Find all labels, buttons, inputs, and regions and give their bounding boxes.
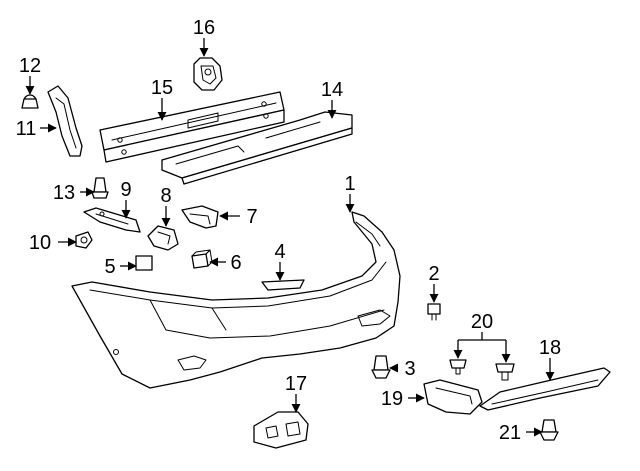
callout-1: 1 bbox=[344, 173, 355, 195]
part-14-absorber bbox=[161, 111, 353, 185]
callout-3: 3 bbox=[404, 358, 415, 380]
callout-numbers: 16 15 14 12 11 13 9 10 8 7 5 6 4 1 2 3 2… bbox=[16, 17, 562, 444]
part-6-block bbox=[191, 249, 213, 269]
callout-18: 18 bbox=[539, 337, 561, 359]
callout-9: 9 bbox=[120, 179, 131, 201]
part-10-clip bbox=[75, 231, 93, 249]
callout-14: 14 bbox=[321, 79, 343, 101]
callout-20: 20 bbox=[471, 311, 493, 333]
callout-16: 16 bbox=[193, 17, 215, 39]
part-7-bracket bbox=[181, 205, 219, 229]
callout-13: 13 bbox=[53, 182, 75, 204]
callout-4: 4 bbox=[274, 241, 285, 263]
part-17-cover bbox=[253, 411, 309, 449]
part-8-bracket bbox=[147, 225, 179, 251]
part-5-pad bbox=[135, 255, 153, 271]
callout-11: 11 bbox=[16, 118, 37, 140]
part-11-side-bracket bbox=[47, 85, 83, 157]
part-16-bracket bbox=[193, 57, 223, 91]
part-18-moulding bbox=[479, 367, 611, 411]
part-1-bumper-cover bbox=[71, 211, 401, 389]
callout-19: 19 bbox=[381, 388, 403, 410]
part-3-clip bbox=[371, 355, 391, 379]
callout-2: 2 bbox=[428, 263, 439, 285]
part-15-reinforcement bbox=[99, 91, 285, 163]
callout-10: 10 bbox=[29, 232, 51, 254]
part-9-retainer bbox=[83, 207, 141, 233]
part-2-bolt bbox=[427, 303, 441, 321]
callout-5: 5 bbox=[104, 256, 115, 278]
part-21-clip bbox=[539, 419, 559, 441]
leader-lines bbox=[25, 38, 555, 437]
part-13-clip bbox=[91, 177, 109, 199]
callout-21: 21 bbox=[499, 422, 521, 444]
callout-6: 6 bbox=[230, 252, 241, 274]
callout-12: 12 bbox=[19, 55, 41, 77]
part-12-clip bbox=[21, 94, 39, 109]
callout-8: 8 bbox=[160, 185, 171, 207]
callout-17: 17 bbox=[285, 373, 307, 395]
part-19-moulding bbox=[423, 379, 483, 415]
part-20-clips bbox=[449, 359, 515, 381]
callout-15: 15 bbox=[151, 77, 173, 99]
part-4-reflector bbox=[261, 279, 305, 291]
callout-7: 7 bbox=[246, 206, 257, 228]
